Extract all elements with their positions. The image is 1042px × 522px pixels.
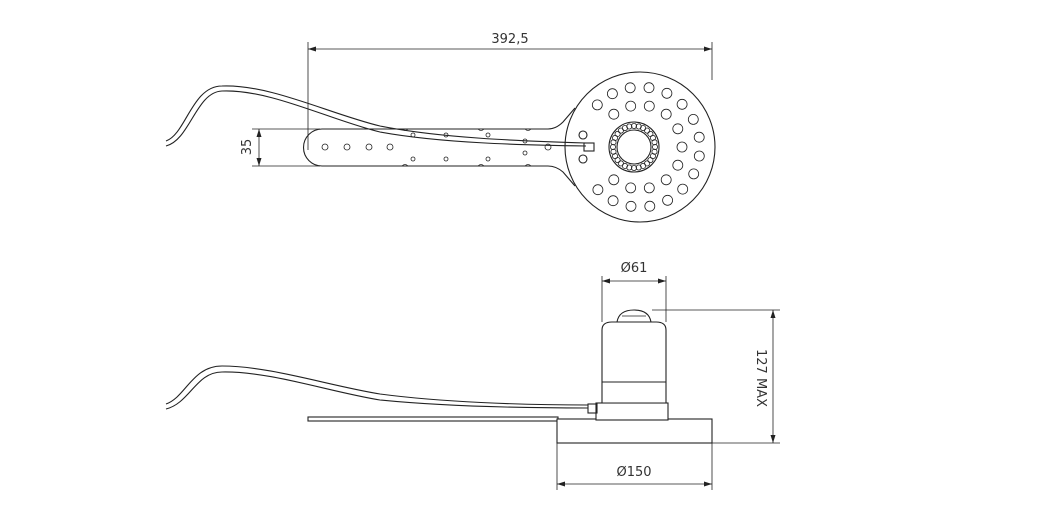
ring-bead (617, 160, 624, 167)
head-hole (625, 182, 637, 194)
dim-total-length: 392,5 (307, 32, 713, 150)
center-ring-inner (616, 129, 652, 165)
dim-base-diameter-label: Ø150 (616, 465, 651, 480)
cable-top-view (165, 90, 587, 147)
head-hole (661, 87, 673, 99)
head-hole (643, 100, 655, 112)
head-hole (688, 168, 700, 180)
head-hole (607, 88, 618, 100)
ring-bead (647, 157, 654, 164)
base-disc (556, 418, 713, 444)
fitting-bottom (578, 154, 588, 164)
head-hole (607, 195, 619, 207)
dim-total-length-label: 392,5 (491, 32, 528, 47)
ring-bead (644, 127, 651, 134)
head-hole (625, 100, 637, 112)
cable-side-view (165, 371, 589, 410)
ring-bead (626, 123, 633, 130)
ring-bead (631, 123, 638, 130)
ring-bead (652, 143, 659, 150)
ring-bead (631, 164, 638, 171)
cylinder-body (601, 321, 667, 404)
center-ring-beads (610, 123, 659, 171)
dim-strip-width-label: 35 (240, 139, 255, 156)
dim-top-diameter: Ø61 (601, 261, 667, 322)
dim-height: 127 MAX (652, 309, 780, 444)
head-hole (591, 99, 603, 111)
ring-bead (610, 143, 617, 150)
cable-side-view-2 (165, 365, 589, 406)
head-hole (624, 82, 636, 94)
head-hole (643, 182, 655, 194)
head-hole (693, 150, 705, 162)
head-hole (693, 131, 705, 143)
dim-strip-width: 35 (240, 128, 320, 167)
ring-bead (651, 139, 658, 146)
dim-base-diameter: Ø150 (556, 443, 713, 490)
top-view: 392,5 35 (165, 32, 716, 223)
head-hole (676, 141, 688, 153)
head-hole (643, 82, 655, 94)
dim-top-diameter-label: Ø61 (621, 261, 648, 276)
head-hole (672, 123, 684, 135)
strip-plate (303, 107, 576, 187)
head-holes (591, 82, 705, 212)
side-view: Ø61 Ø150 127 MAX (165, 261, 780, 490)
side-strip (307, 416, 559, 422)
head-hole (644, 200, 656, 212)
head-hole (672, 159, 684, 171)
head-hole (662, 194, 673, 206)
center-ring-outer (608, 121, 660, 173)
flange (595, 402, 669, 421)
head-hole (608, 108, 620, 120)
ring-bead (610, 148, 617, 155)
strip-holes (321, 132, 552, 162)
cable-top-view-2 (165, 85, 587, 144)
ring-bead (635, 164, 642, 171)
head-hole (625, 200, 637, 212)
head-hole (687, 114, 699, 125)
strip-notches (401, 128, 532, 167)
head-hole (592, 184, 604, 196)
fitting-top (578, 130, 588, 140)
head-hole (660, 108, 672, 120)
head-hole (677, 183, 689, 195)
dim-height-label: 127 MAX (753, 349, 768, 407)
head-hole (676, 98, 688, 110)
head-hole (608, 174, 620, 186)
head-hole (660, 174, 672, 186)
ring-bead (614, 130, 621, 137)
cable-connector (583, 142, 595, 152)
round-head-outline (564, 71, 716, 223)
